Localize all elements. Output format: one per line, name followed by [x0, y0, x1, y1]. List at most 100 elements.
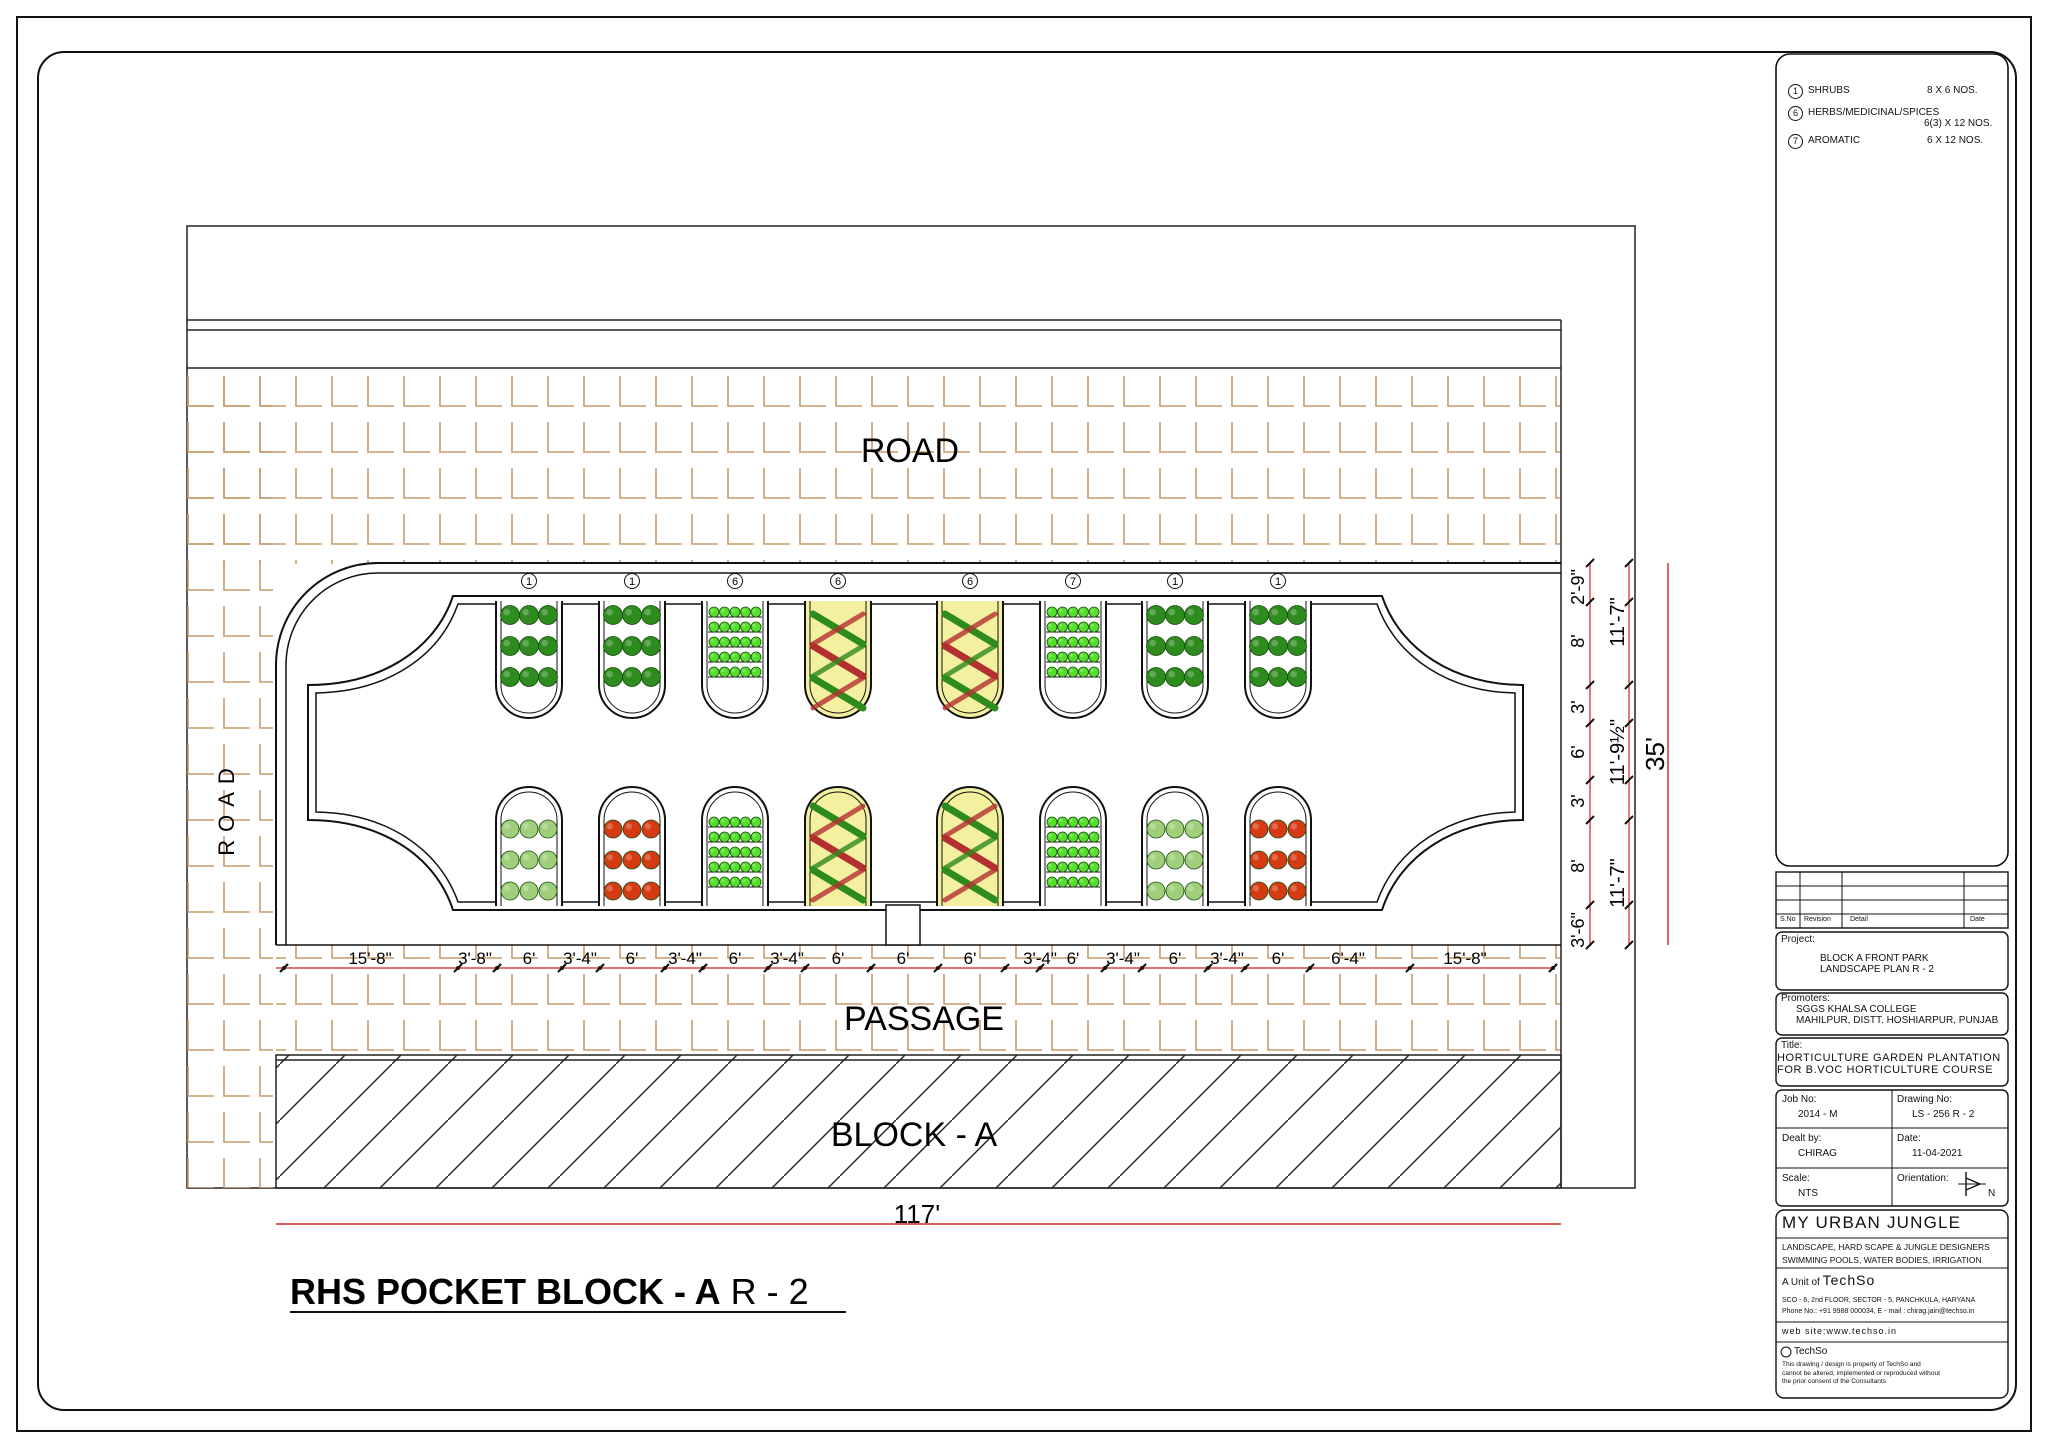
park-boundary [275, 562, 1561, 945]
aromatic-plant [750, 606, 762, 618]
aromatic-plant [1067, 651, 1079, 663]
aromatic-plant [1088, 861, 1100, 873]
scale-value: NTS [1798, 1188, 1818, 1199]
inner-frame [37, 51, 2017, 1411]
aromatic-plant [1046, 876, 1058, 888]
legend-qty: 6 X 12 NOS. [1927, 135, 1984, 146]
legend-label: AROMATIC [1808, 135, 1861, 146]
promoters-box [1775, 992, 2009, 1036]
aromatic-plant [740, 606, 751, 618]
shrub-plant [538, 850, 558, 870]
aromatic-plant [740, 876, 751, 888]
shrub-plant [1146, 850, 1166, 870]
shrub-plant [603, 667, 623, 687]
shrub-plant [1249, 881, 1269, 901]
right-mid-dimension-label: 11'-7" [1607, 597, 1629, 646]
shrub-plant [1184, 819, 1204, 839]
right-inner-dimension-label: 2'-9" [1568, 569, 1588, 605]
passage-label: PASSAGE [844, 1000, 1004, 1038]
aromatic-plant [1088, 816, 1100, 828]
aromatic-plant [740, 861, 751, 873]
passage-paving [276, 945, 1561, 1055]
shrub-plant [641, 819, 661, 839]
bottom-bed [936, 786, 1004, 906]
shrub-plant [1165, 667, 1185, 687]
herb-strip [942, 675, 998, 711]
aromatic-plant [1078, 636, 1089, 648]
shrub-plant [1287, 881, 1307, 901]
bottom-bed [598, 786, 666, 906]
shrub-plant [519, 819, 539, 839]
bed-tag-label: 1 [629, 576, 635, 588]
aromatic-plant [1088, 831, 1100, 843]
shrub-plant [1184, 636, 1204, 656]
right-inner-dimension-label: 8' [1568, 859, 1588, 872]
top-bed [1039, 601, 1107, 719]
aromatic-plant [1078, 621, 1089, 633]
shrub-plant [538, 667, 558, 687]
shrub-plant [1287, 605, 1307, 625]
aromatic-plant [729, 861, 741, 873]
dimension-label: 6' [523, 949, 536, 968]
bottom-bed [701, 786, 769, 906]
aromatic-plant [729, 846, 741, 858]
contact-lines: SCO - 6, 2nd FLOOR, SECTOR - 5, PANCHKUL… [1782, 1297, 1976, 1315]
shrub-plant [538, 636, 558, 656]
aromatic-plant [1078, 876, 1089, 888]
dimension-label: 3'-4" [668, 949, 702, 968]
aromatic-plant [719, 666, 730, 678]
shrub-plant [1165, 605, 1185, 625]
aromatic-plant [708, 606, 720, 618]
aromatic-plant [1057, 876, 1068, 888]
right-inner-dimension-label: 3' [1568, 700, 1588, 713]
dimension-label: 6' [1169, 949, 1182, 968]
date-value: 11-04-2021 [1912, 1148, 1963, 1159]
aromatic-plant [740, 621, 751, 633]
shrub-plant [641, 881, 661, 901]
bed-tag: 1 [521, 573, 537, 589]
herb-strip [942, 611, 998, 647]
aromatic-plant [1078, 651, 1089, 663]
aromatic-plant [1046, 666, 1058, 678]
shrub-plant [603, 636, 623, 656]
drawing-title: RHS POCKET BLOCK - A R - 2 [290, 1271, 809, 1312]
total-width-label: 117' [894, 1199, 940, 1229]
shrub-plant [1268, 819, 1288, 839]
shrub-plant [519, 667, 539, 687]
aromatic-plant [1046, 636, 1058, 648]
shrub-plant [1249, 850, 1269, 870]
legend-label: SHRUBS [1808, 85, 1850, 96]
aromatic-plant [750, 876, 762, 888]
herb-strip [942, 643, 998, 679]
road-top-paving [187, 368, 1561, 564]
shrub-plant [1184, 850, 1204, 870]
bottom-bed [1039, 786, 1107, 906]
shrub-plant [622, 636, 642, 656]
aromatic-plant [708, 636, 720, 648]
shrub-plant [622, 850, 642, 870]
aromatic-plant [708, 816, 720, 828]
shrub-plant [519, 605, 539, 625]
shrub-plant [1146, 636, 1166, 656]
shrub-plant [603, 850, 623, 870]
shrub-plant [1287, 636, 1307, 656]
scale-label: Scale: [1782, 1173, 1810, 1184]
project-box [1775, 931, 2009, 991]
aromatic-plant [1067, 846, 1079, 858]
aromatic-plant [719, 621, 730, 633]
herb-strip [810, 611, 866, 647]
aromatic-plant [729, 666, 741, 678]
bed-tag: 1 [1270, 573, 1286, 589]
bed-tag-label: 6 [835, 576, 841, 588]
herb-strip [810, 835, 866, 871]
drawing-title-main: RHS POCKET BLOCK - A [290, 1271, 721, 1312]
aromatic-plant [719, 846, 730, 858]
shrub-plant [1165, 850, 1185, 870]
aromatic-plant [729, 831, 741, 843]
shrub-plant [500, 605, 520, 625]
aromatic-plant [1067, 861, 1079, 873]
drawing-title-rev: R - 2 [721, 1271, 809, 1312]
aromatic-plant [1057, 636, 1068, 648]
